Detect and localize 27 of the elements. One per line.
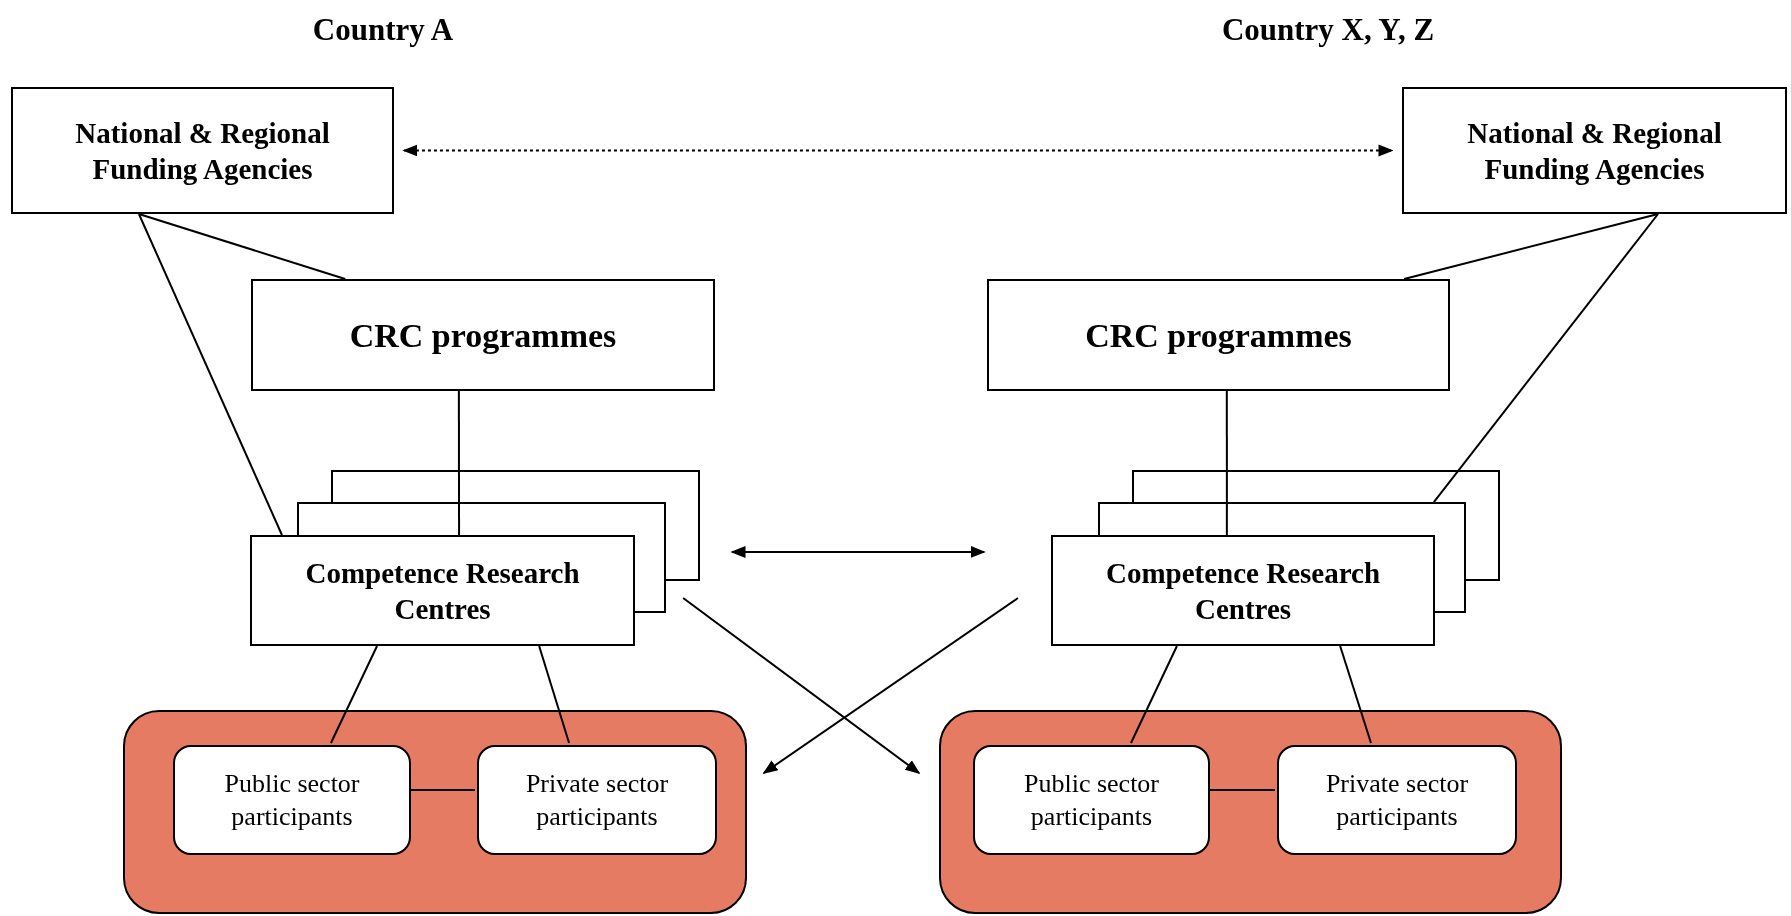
participant-box: Private sector participants [477, 745, 717, 855]
connector-line [137, 213, 347, 280]
connector-line [408, 788, 476, 791]
programme-box: CRC programmes [987, 279, 1450, 391]
centre-box: Competence Research Centres [1051, 535, 1435, 646]
country-heading: Country A [312, 11, 454, 49]
connector-line [1225, 390, 1228, 536]
connector-line [1207, 788, 1276, 791]
participant-box: Private sector participants [1277, 745, 1517, 855]
participant-box: Public sector participants [973, 745, 1210, 855]
arrow [762, 597, 1019, 775]
connector-line [1339, 645, 1372, 744]
country-heading: Country X, Y, Z [1221, 11, 1435, 49]
centre-box: Competence Research Centres [250, 535, 635, 646]
arrow [730, 546, 986, 558]
connector-line [1129, 645, 1178, 744]
connector-line [329, 645, 379, 744]
agency-box: National & Regional Funding Agencies [11, 87, 394, 214]
connector-line [1432, 213, 1660, 504]
group-panel [939, 710, 1562, 914]
connector-line [538, 645, 571, 744]
arrow [402, 144, 1394, 157]
participant-box: Public sector participants [173, 745, 411, 855]
programme-box: CRC programmes [251, 279, 715, 391]
group-panel [123, 710, 747, 914]
connector-line [457, 390, 461, 536]
agency-box: National & Regional Funding Agencies [1402, 87, 1787, 214]
